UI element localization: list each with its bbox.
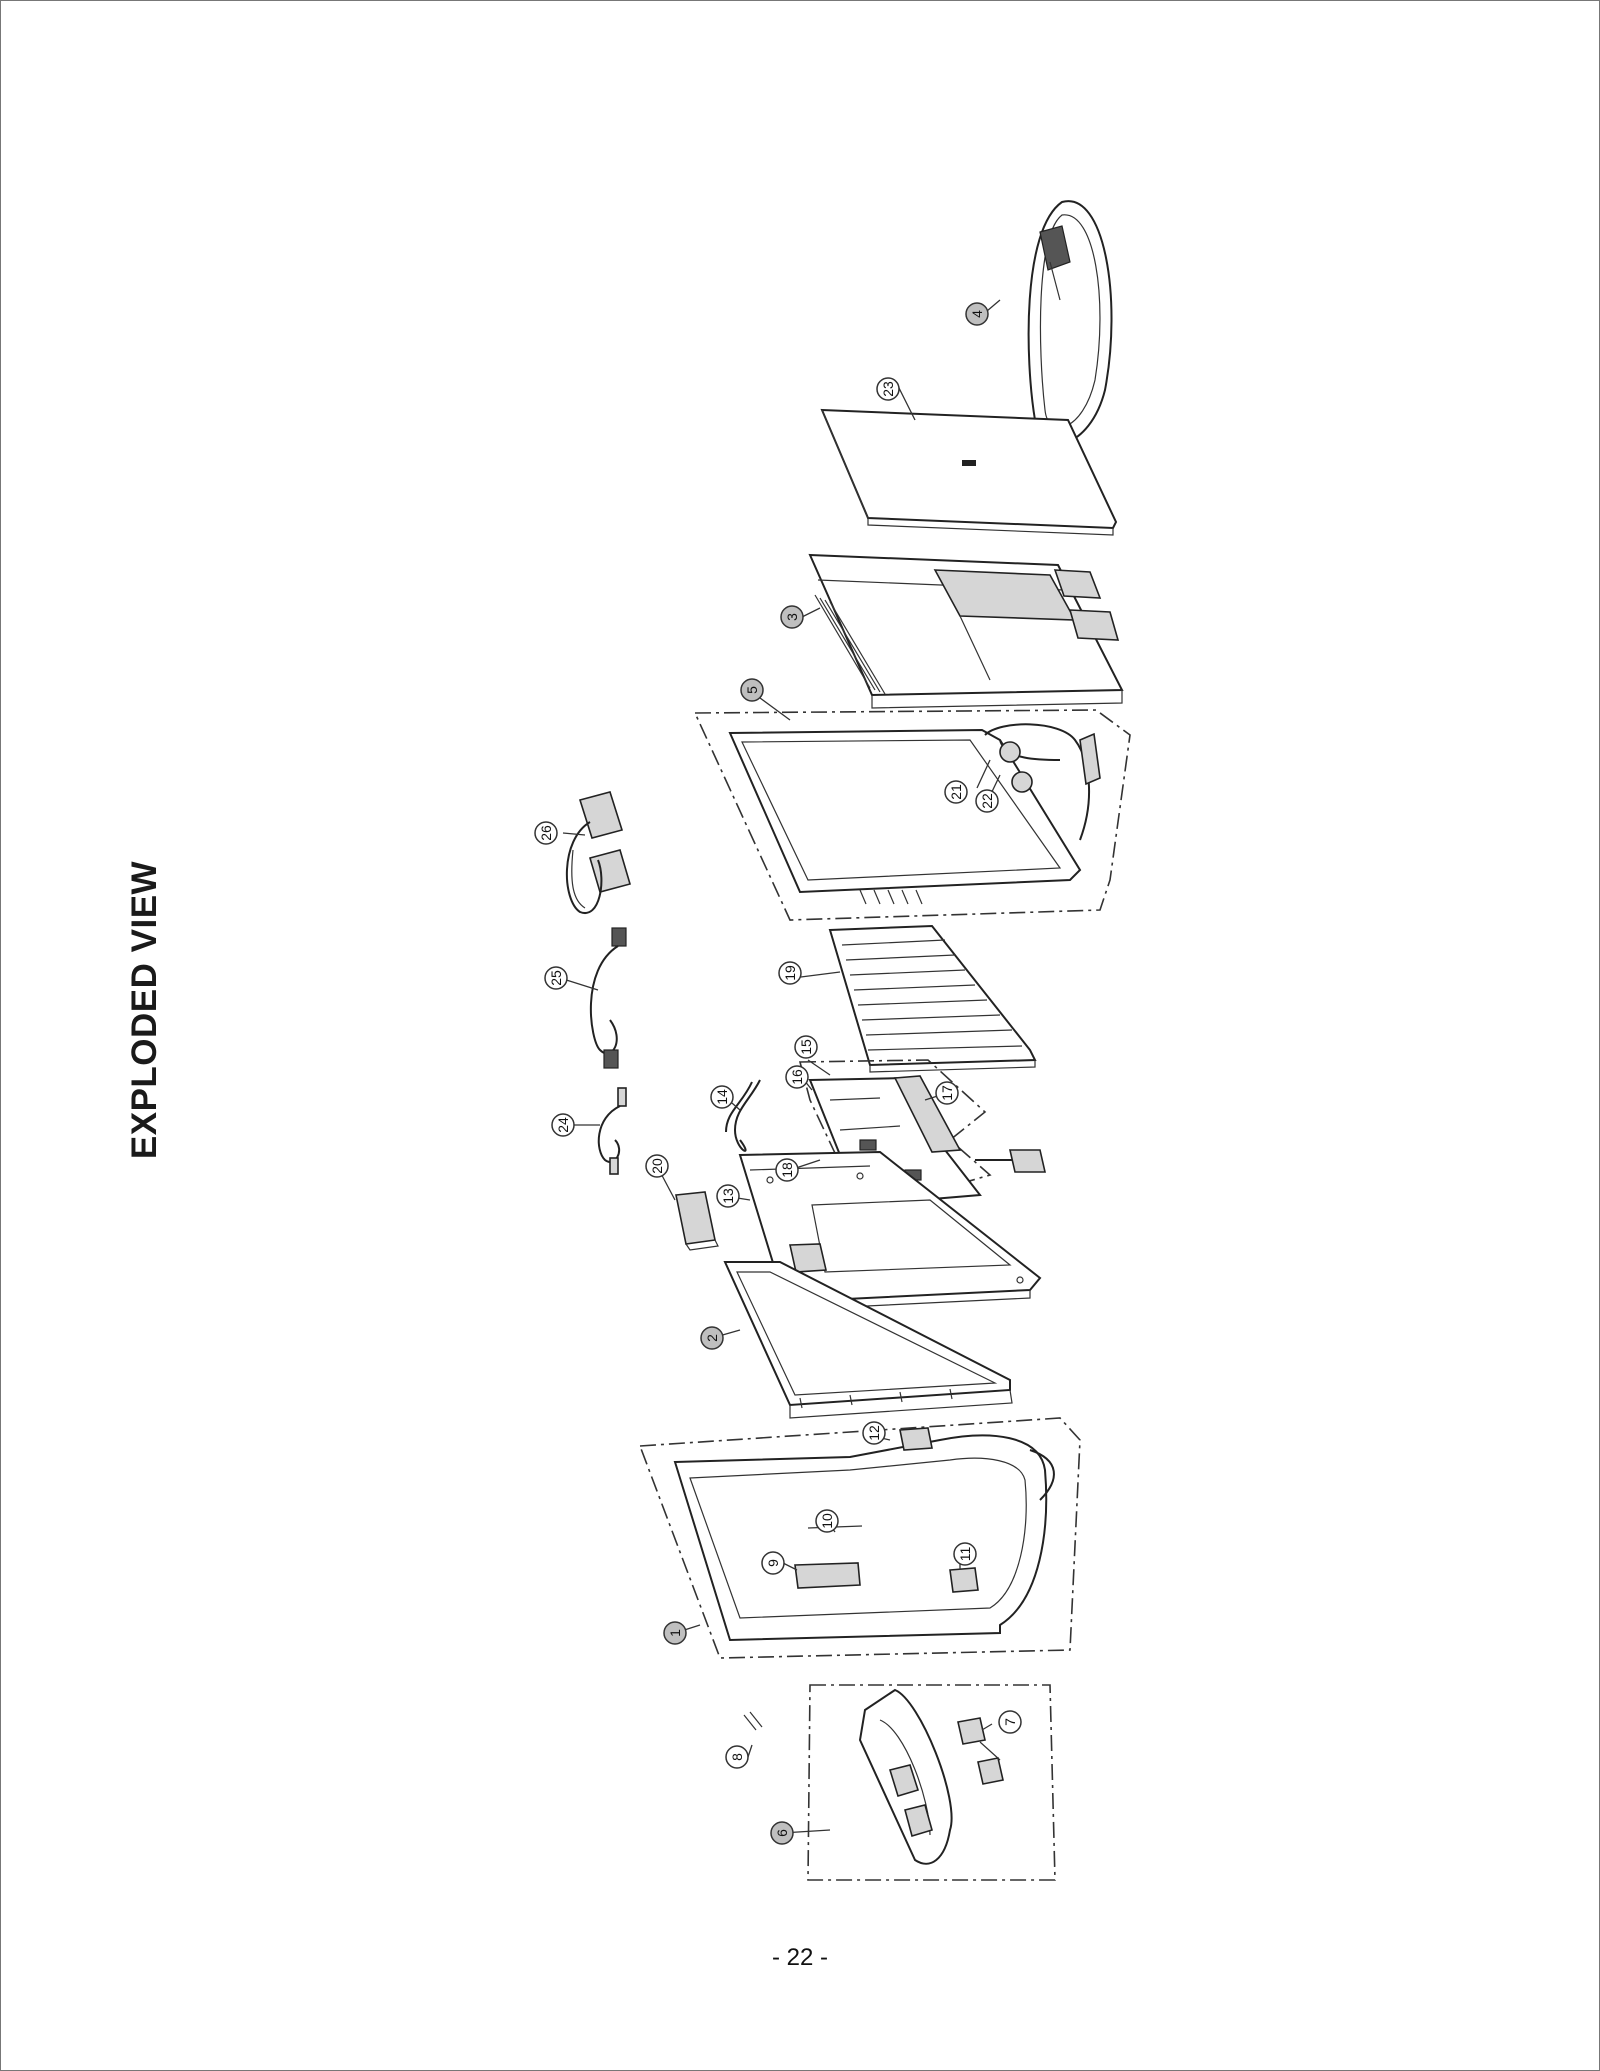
power-cable <box>589 927 627 1069</box>
svg-text:23: 23 <box>880 381 896 397</box>
callout-15: 15 <box>794 1035 818 1059</box>
svg-text:25: 25 <box>548 970 564 986</box>
callout-22: 22 <box>975 789 999 813</box>
svg-text:24: 24 <box>555 1117 571 1133</box>
front-frame-group <box>693 709 1131 921</box>
rear-cabinet <box>808 553 1124 709</box>
svg-text:26: 26 <box>538 825 554 841</box>
back-cover-panel <box>820 408 1118 536</box>
svg-text:17: 17 <box>939 1085 955 1101</box>
callout-17: 17 <box>935 1081 959 1105</box>
callout-14: 14 <box>710 1085 734 1109</box>
svg-text:8: 8 <box>729 1753 745 1761</box>
front-bezel-group <box>638 1417 1081 1659</box>
svg-text:9: 9 <box>765 1559 781 1567</box>
callout-13: 13 <box>716 1184 740 1208</box>
callout-10: 10 <box>815 1509 839 1533</box>
audio-cable <box>597 1087 627 1175</box>
svg-text:18: 18 <box>779 1162 795 1178</box>
callout-16: 16 <box>785 1065 809 1089</box>
page-number: - 22 - <box>771 1944 829 1971</box>
svg-text:13: 13 <box>720 1188 736 1204</box>
svg-text:7: 7 <box>1002 1718 1018 1726</box>
stand-neck-group <box>743 1684 1056 1881</box>
svg-text:20: 20 <box>649 1158 665 1174</box>
callout-9: 9 <box>761 1551 785 1575</box>
svg-text:1: 1 <box>667 1629 683 1637</box>
callout-21: 21 <box>944 780 968 804</box>
callout-11: 11 <box>953 1542 977 1566</box>
callout-19: 19 <box>778 961 802 985</box>
callout-23: 23 <box>876 377 900 401</box>
svg-text:5: 5 <box>744 686 760 694</box>
svg-text:10: 10 <box>819 1513 835 1529</box>
svg-text:21: 21 <box>948 784 964 800</box>
callout-2: 2 <box>700 1326 724 1350</box>
lcd-panel <box>723 1261 1013 1419</box>
svg-text:14: 14 <box>714 1089 730 1105</box>
svg-text:6: 6 <box>774 1829 790 1837</box>
dvi-cable <box>565 791 631 915</box>
callout-20: 20 <box>645 1154 669 1178</box>
callout-4: 4 <box>965 302 989 326</box>
svg-text:2: 2 <box>704 1334 720 1342</box>
callout-25: 25 <box>544 966 568 990</box>
main-chassis <box>738 1150 1042 1311</box>
callout-3: 3 <box>780 605 804 629</box>
lvds-cable <box>725 1079 761 1152</box>
callout-1: 1 <box>663 1621 687 1645</box>
svg-text:3: 3 <box>784 613 800 621</box>
svg-text:16: 16 <box>789 1069 805 1085</box>
callout-24: 24 <box>551 1113 575 1137</box>
svg-text:4: 4 <box>969 310 985 318</box>
svg-text:15: 15 <box>798 1039 814 1055</box>
callout-6: 6 <box>770 1821 794 1845</box>
callout-7: 7 <box>998 1710 1022 1734</box>
callouts: 1 2 3 4 5 6 7 8 <box>534 302 1022 1845</box>
svg-text:22: 22 <box>979 793 995 809</box>
bracket <box>675 1191 719 1251</box>
callout-8: 8 <box>725 1745 749 1769</box>
shield-case <box>828 924 1037 1073</box>
stand-base <box>1027 200 1113 445</box>
svg-text:11: 11 <box>957 1547 973 1562</box>
svg-text:19: 19 <box>782 965 798 981</box>
callout-18: 18 <box>775 1158 799 1182</box>
callout-5: 5 <box>740 678 764 702</box>
callout-26: 26 <box>534 821 558 845</box>
callout-12: 12 <box>862 1421 886 1445</box>
svg-text:12: 12 <box>866 1425 882 1441</box>
